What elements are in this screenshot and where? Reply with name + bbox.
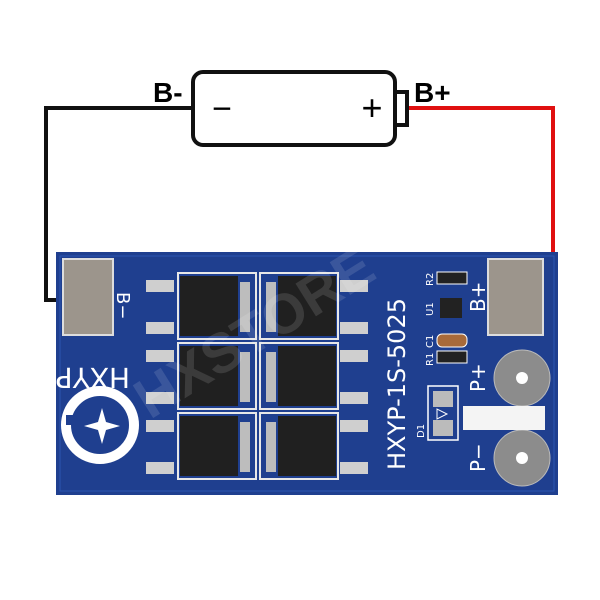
r1-resistor [436, 350, 468, 364]
d1-label: D1 [416, 424, 427, 438]
hxyp-logo-icon [61, 386, 139, 464]
negative-wire [44, 106, 192, 302]
r2-label: R2 [425, 273, 436, 286]
u1-label: U1 [425, 302, 436, 316]
pcb-board [56, 252, 558, 495]
board-brand: HXYP [56, 361, 130, 394]
d1-diode [427, 385, 459, 441]
mosfet-array [146, 272, 368, 480]
r2-resistor [436, 271, 468, 285]
battery-icon [191, 70, 409, 147]
c1-label: C1 [425, 335, 436, 348]
b-plus-label: B+ [414, 77, 451, 108]
b-minus-label: B- [153, 77, 183, 108]
board-model: HXYP-1S-5025 [383, 298, 411, 470]
b-plus-silk: B+ [466, 282, 490, 312]
b-plus-pad [487, 258, 544, 336]
b-minus-silk: B− [112, 292, 133, 319]
r1-label: R1 [425, 353, 436, 366]
p-minus-silk: P− [466, 443, 490, 472]
battery-minus-symbol: − [212, 90, 232, 128]
p-plus-silk: P+ [466, 363, 490, 392]
b-minus-pad [62, 258, 114, 336]
battery-plus-symbol: + [361, 87, 382, 128]
u1-chip [440, 298, 462, 318]
c1-capacitor [436, 333, 468, 348]
